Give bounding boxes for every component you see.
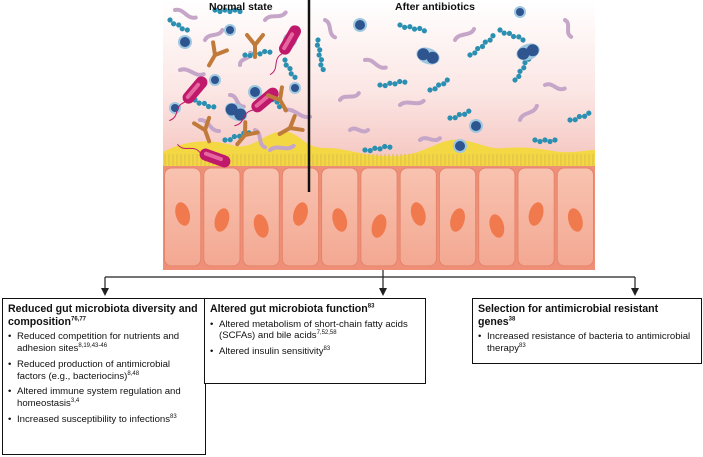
list-item: Altered metabolism of short-chain fatty … (210, 319, 420, 342)
cell-nucleus (410, 202, 426, 226)
cell-nucleus (293, 202, 308, 226)
box-resistance: Selection for antimicrobial resistant ge… (472, 298, 702, 364)
cell-nucleus (332, 208, 348, 232)
coccus-bacterium (289, 82, 301, 94)
diplococcus-bacterium (416, 47, 440, 65)
coccus-bacterium (248, 85, 262, 99)
chain-bacterium (212, 7, 243, 15)
rod-bacterium (418, 136, 442, 143)
rod-bacterium (203, 28, 225, 42)
chain-bacterium (314, 37, 326, 73)
box-diversity-title: Reduced gut microbiota diversity and com… (8, 303, 198, 328)
connectors (104, 270, 636, 290)
box-diversity-list: Reduced competition for nutrients and ad… (8, 331, 200, 425)
epithelial-cells (164, 167, 595, 267)
cell-nucleus (528, 202, 544, 226)
antibody (277, 114, 305, 136)
coccus-bacterium (209, 74, 221, 86)
rod-bacterium (198, 118, 222, 133)
chain-bacterium (467, 33, 496, 58)
flagellated-bacterium (269, 25, 301, 76)
rod-bacterium (323, 18, 337, 40)
box-diversity: Reduced gut microbiota diversity and com… (2, 298, 206, 455)
coccus-bacterium (178, 35, 192, 49)
cell-nucleus (489, 214, 505, 238)
rod-bacterium (563, 18, 574, 39)
list-item: Altered immune system regulation and hom… (8, 386, 200, 409)
rod-bacterium (268, 143, 296, 152)
chain-bacterium (362, 143, 393, 154)
label-normal-state: Normal state (209, 1, 273, 13)
cell-nucleus (175, 202, 191, 226)
cell-nucleus (214, 208, 230, 232)
cell-nucleus (253, 214, 269, 238)
rod-bacterium (543, 82, 567, 92)
flagellated-bacterium (169, 76, 208, 122)
chain-bacterium (532, 137, 558, 145)
arrow-right (631, 288, 639, 296)
list-item: Increased susceptibility to infections83 (8, 413, 200, 426)
rod-bacterium (518, 103, 539, 122)
antibody (245, 33, 265, 59)
mucus-layer (163, 131, 595, 166)
rod-bacterium (338, 91, 361, 102)
arrowheads (101, 288, 639, 296)
cell-nucleus (371, 214, 387, 238)
microvilli (164, 154, 594, 166)
chain-bacterium (427, 77, 450, 93)
coccus-bacterium (469, 119, 483, 133)
chain-bacterium (497, 27, 526, 43)
rod-bacterium (453, 27, 477, 42)
flagellated-bacterium (177, 143, 231, 168)
cell-nucleus (567, 208, 583, 232)
cell-nucleus (450, 208, 465, 232)
rod-bacterium (398, 98, 426, 107)
list-item: Reduced production of antimicrobial fact… (8, 359, 200, 382)
antibody (235, 120, 260, 147)
chain-bacterium (567, 110, 592, 123)
chain-bacterium (397, 22, 427, 34)
antibody (207, 40, 229, 68)
box-resistance-list: Increased resistance of bacteria to anti… (478, 331, 696, 354)
rod-bacterium (178, 67, 206, 77)
coccus-bacterium (224, 24, 236, 36)
chain-bacterium (282, 57, 298, 80)
arrow-middle (379, 288, 387, 296)
microbes (167, 6, 592, 168)
list-item: Altered insulin sensitivity83 (210, 346, 420, 358)
coccus-bacterium (169, 102, 181, 114)
chain-bacterium (167, 17, 190, 33)
antibody (192, 115, 212, 144)
chain-bacterium (377, 78, 408, 89)
box-function-list: Altered metabolism of short-chain fatty … (210, 319, 420, 358)
rod-bacterium (263, 10, 288, 22)
rod-bacterium (228, 93, 246, 109)
rod-bacterium (173, 7, 198, 20)
rod-bacterium (363, 57, 388, 70)
list-item: Reduced competition for nutrients and ad… (8, 331, 200, 354)
chain-bacterium (447, 108, 472, 121)
coccus-bacterium (353, 18, 367, 32)
antibody (266, 85, 288, 113)
diplococcus-bacterium (516, 43, 540, 61)
box-function: Altered gut microbiota function83 Altere… (204, 298, 426, 384)
rod-bacterium (348, 126, 370, 134)
diplococcus-bacterium (224, 102, 248, 122)
label-after-antibiotics: After antibiotics (395, 1, 475, 13)
coccus-bacterium (514, 6, 526, 18)
box-resistance-title: Selection for antimicrobial resistant ge… (478, 303, 659, 328)
box-function-title: Altered gut microbiota function83 (210, 303, 375, 315)
coccus-bacterium (453, 139, 467, 153)
list-item: Increased resistance of bacteria to anti… (478, 331, 696, 354)
arrow-left (101, 288, 109, 296)
